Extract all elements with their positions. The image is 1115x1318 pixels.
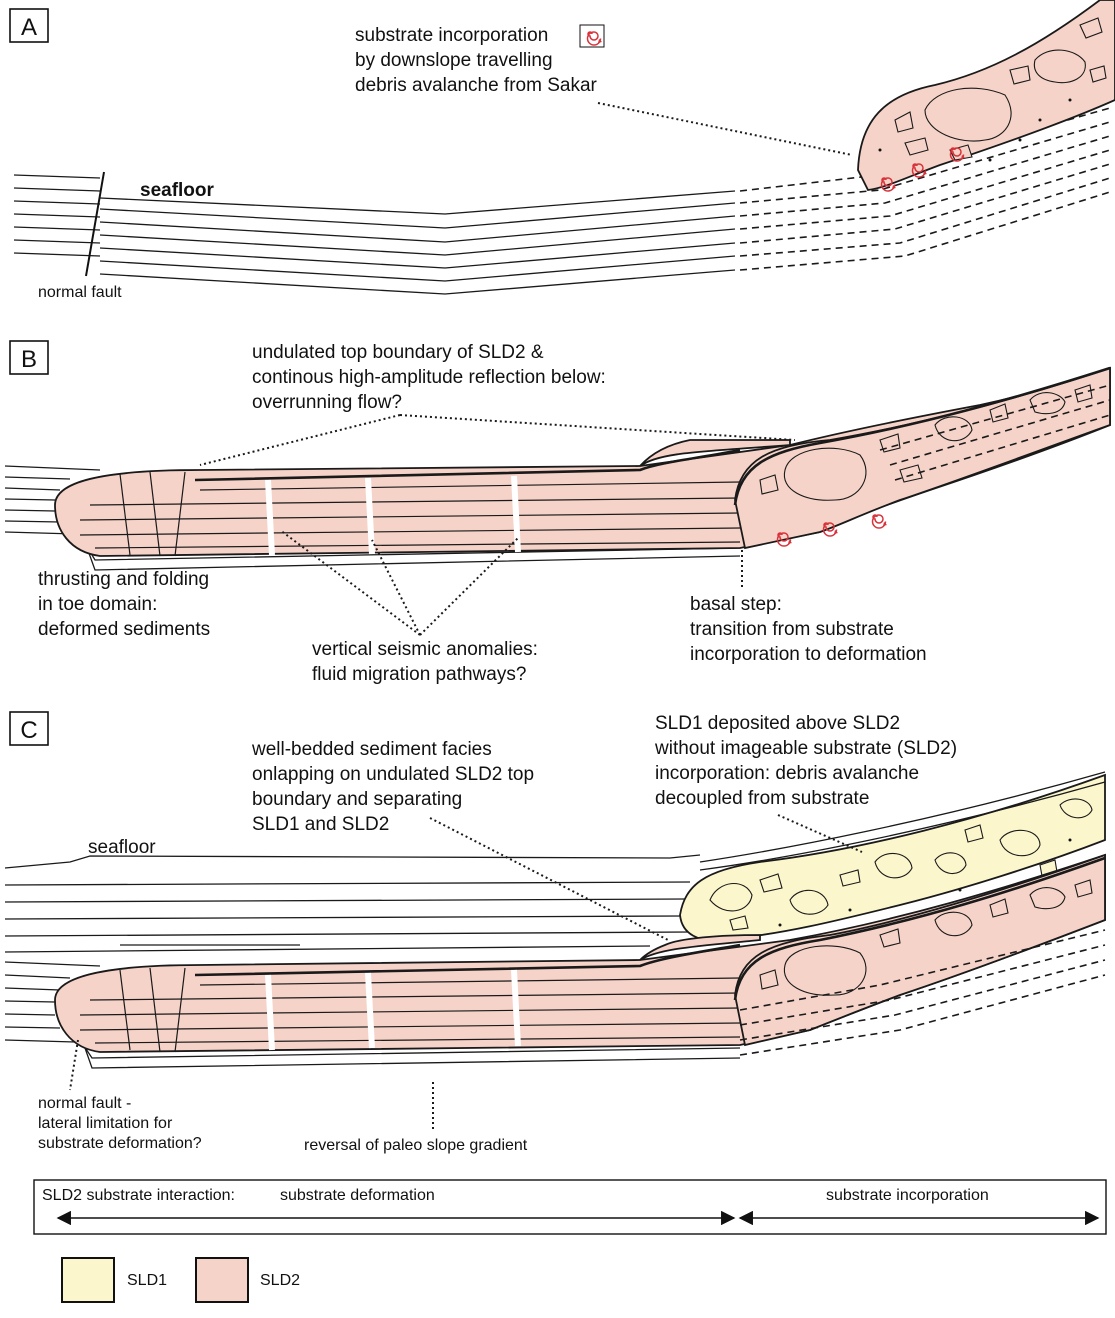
panel-c-anomaly bbox=[368, 973, 372, 1048]
panel-b-anomaly bbox=[268, 480, 272, 555]
panel-c-grain bbox=[1069, 839, 1072, 842]
panel-b-letter: B bbox=[21, 346, 37, 373]
panel-a-grain bbox=[1039, 119, 1042, 122]
panel-c-leader-line bbox=[430, 818, 668, 940]
panel-c-sld1-note-2: without imageable substrate (SLD2) bbox=[654, 738, 957, 759]
panel-a-grain bbox=[1019, 139, 1022, 142]
interaction-bar-deformation-label: substrate deformation bbox=[280, 1187, 435, 1204]
panel-b-step-note-1: basal step: bbox=[690, 594, 782, 615]
legend-swatch-sld2 bbox=[196, 1258, 248, 1302]
panel-b-toe-note-1: thrusting and folding bbox=[38, 569, 209, 590]
panel-c-facies-note-4: SLD1 and SLD2 bbox=[252, 814, 389, 835]
legend: SLD1 SLD2 bbox=[62, 1258, 300, 1302]
panel-b-top-note-3: overrunning flow? bbox=[252, 392, 402, 413]
panel-c-facies-note-2: onlapping on undulated SLD2 top bbox=[252, 764, 534, 785]
panel-a-note-line-3: debris avalanche from Sakar bbox=[355, 75, 598, 96]
panel-c: C bbox=[5, 712, 1105, 1154]
legend-swatch-sld1 bbox=[62, 1258, 114, 1302]
panel-a-left-bedding bbox=[14, 175, 100, 256]
panel-c-grain bbox=[959, 889, 962, 892]
panel-b-anomaly-note-2: fluid migration pathways? bbox=[312, 664, 526, 685]
panel-b-leader-line bbox=[400, 415, 795, 440]
panel-a-grain bbox=[879, 149, 882, 152]
panel-b-leader-line bbox=[200, 415, 400, 465]
panel-b: B bbox=[5, 341, 1110, 685]
panel-c-fault-note-1: normal fault - bbox=[38, 1095, 131, 1112]
panel-a-seafloor-label: seafloor bbox=[140, 180, 215, 201]
panel-c-fault-note-3: substrate deformation? bbox=[38, 1135, 202, 1152]
panel-c-sld1-note-1: SLD1 deposited above SLD2 bbox=[655, 713, 900, 734]
spiral-icon bbox=[873, 515, 888, 528]
panel-c-anomaly bbox=[514, 970, 518, 1046]
panel-c-facies-note-3: boundary and separating bbox=[252, 789, 462, 810]
panel-a-normal-fault-label: normal fault bbox=[38, 284, 122, 301]
panel-b-top-note-2: continous high-amplitude reflection belo… bbox=[252, 367, 606, 388]
panel-a-right-bedding bbox=[100, 191, 735, 294]
interaction-bar-incorporation-label: substrate incorporation bbox=[826, 1187, 989, 1204]
panel-c-fault-note-2: lateral limitation for bbox=[38, 1115, 173, 1132]
panel-b-top-note-1: undulated top boundary of SLD2 & bbox=[252, 342, 544, 363]
panel-b-step-note-3: incorporation to deformation bbox=[690, 644, 927, 665]
panel-b-toe-note-2: in toe domain: bbox=[38, 594, 157, 615]
panel-c-sld1-note-3: incorporation: debris avalanche bbox=[655, 763, 919, 784]
legend-spiral-box bbox=[580, 25, 604, 47]
interaction-bar-title: SLD2 substrate interaction: bbox=[42, 1187, 235, 1204]
panel-a-note-line-1: substrate incorporation bbox=[355, 25, 548, 46]
panel-c-clast-large bbox=[784, 946, 866, 995]
panel-a-grain bbox=[1069, 99, 1072, 102]
panel-c-facies-note-1: well-bedded sediment facies bbox=[251, 739, 492, 760]
panel-c-sld1-note-4: decoupled from substrate bbox=[655, 788, 869, 809]
panel-b-anomaly-note-1: vertical seismic anomalies: bbox=[312, 639, 538, 660]
panel-c-grain bbox=[779, 924, 782, 927]
panel-c-gradient-note: reversal of paleo slope gradient bbox=[304, 1137, 528, 1154]
legend-label-sld2: SLD2 bbox=[260, 1272, 300, 1289]
panel-a-clast bbox=[1034, 50, 1085, 83]
panel-b-anomaly bbox=[514, 476, 518, 552]
panel-a-normal-fault-line bbox=[86, 172, 104, 276]
panel-c-leader-line bbox=[70, 1040, 78, 1090]
legend-label-sld1: SLD1 bbox=[127, 1272, 167, 1289]
panel-b-clast-large bbox=[784, 448, 866, 500]
panel-c-anomaly bbox=[268, 975, 272, 1050]
panel-c-clast bbox=[1030, 888, 1065, 909]
panel-b-toe-note-3: deformed sediments bbox=[38, 619, 210, 640]
interaction-bar: SLD2 substrate interaction: substrate de… bbox=[34, 1180, 1106, 1234]
panel-a-note-line-2: by downslope travelling bbox=[355, 50, 553, 71]
panel-a: A bbox=[10, 0, 1115, 301]
panel-a-grain bbox=[989, 159, 992, 162]
panel-b-anomaly bbox=[368, 478, 372, 554]
panel-b-step-note-2: transition from substrate bbox=[690, 619, 894, 640]
panel-a-leader-line bbox=[598, 103, 852, 155]
panel-c-grain bbox=[849, 909, 852, 912]
panel-c-seafloor-label: seafloor bbox=[88, 837, 156, 858]
panel-a-letter: A bbox=[21, 14, 37, 41]
panel-c-letter: C bbox=[20, 717, 37, 744]
